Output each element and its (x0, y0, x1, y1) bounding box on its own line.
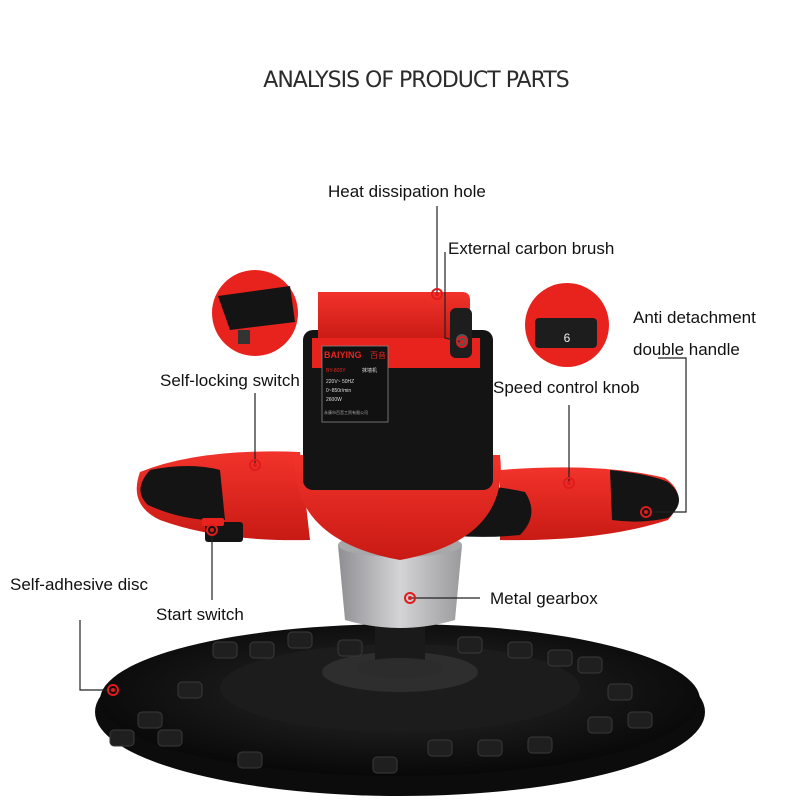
label-anti-detachment-line2: double handle (633, 340, 740, 359)
double-handle (136, 451, 679, 542)
page-title: ANALYSIS OF PRODUCT PARTS (263, 68, 569, 93)
nameplate-voltage: 220V~ 50HZ (326, 379, 354, 385)
knob-digit: 6 (564, 331, 571, 345)
disc-lug (157, 729, 183, 747)
label-self-locking-switch: Self-locking switch (160, 371, 300, 390)
disc-lug (212, 641, 238, 659)
marker-heat-dissipation-dot (435, 292, 439, 296)
disc-fastener-lugs (109, 631, 653, 774)
disc-lug (457, 636, 483, 654)
disc-lug (337, 639, 363, 657)
disc-lug (177, 681, 203, 699)
marker-start-switch (206, 524, 218, 536)
disc-lug (427, 739, 453, 757)
inset-speed-knob: 6 (525, 283, 609, 367)
marker-heat-dissipation (431, 288, 443, 300)
disc-lug (547, 649, 573, 667)
marker-self-locking-dot (253, 463, 257, 467)
label-self-adhesive-disc: Self-adhesive disc (10, 575, 148, 594)
marker-speed-knob-dot (567, 481, 571, 485)
disc-lug (249, 641, 275, 659)
self-adhesive-disc (95, 624, 705, 796)
disc-lug (507, 641, 533, 659)
nameplate-power: 2600W (326, 397, 342, 403)
label-heat-dissipation-hole: Heat dissipation hole (328, 182, 486, 201)
disc-lug (577, 656, 603, 674)
leader-disc (79, 620, 113, 691)
label-speed-control-knob: Speed control knob (493, 378, 640, 397)
disc-lug (137, 711, 163, 729)
nameplate: BAIYING 百音 BY-800Y 抹墙机 220V~ 50HZ 0~850r… (321, 345, 389, 423)
marker-carbon-brush-dot (460, 340, 464, 344)
disc-lug (109, 729, 135, 747)
nameplate-maker: 永康市百音工贸有限公司 (324, 409, 368, 415)
nameplate-speed: 0~850r/min (326, 388, 351, 394)
marker-gearbox-dot (408, 596, 412, 600)
nameplate-model: BY-800Y (326, 368, 346, 374)
marker-carbon-brush (456, 336, 468, 348)
disc-lug (477, 739, 503, 757)
marker-speed-knob (563, 477, 575, 489)
marker-disc-dot (111, 688, 115, 692)
disc-lug (527, 736, 553, 754)
inset-self-locking-switch (212, 270, 298, 356)
marker-anti-detachment-dot (644, 510, 648, 514)
disc-lug (607, 683, 633, 701)
label-anti-detachment-line1: Anti detachment (633, 308, 756, 327)
marker-start-switch-dot (210, 528, 214, 532)
callout-markers (107, 288, 652, 696)
disc-lug (237, 751, 263, 769)
marker-self-locking (249, 459, 261, 471)
disc-lug (372, 756, 398, 774)
label-metal-gearbox: Metal gearbox (490, 589, 598, 608)
marker-disc (107, 684, 119, 696)
nameplate-brand-cn: 百音 (370, 350, 386, 360)
nameplate-brand: BAIYING (324, 350, 362, 360)
disc-lug (627, 711, 653, 729)
disc-lug (587, 716, 613, 734)
leader-anti-detachment (646, 357, 687, 513)
marker-anti-detachment (640, 506, 652, 518)
label-external-carbon-brush: External carbon brush (448, 239, 615, 258)
motor-housing (294, 292, 501, 560)
label-start-switch: Start switch (156, 605, 244, 624)
disc-lug (287, 631, 313, 649)
nameplate-type: 抹墙机 (362, 367, 377, 374)
marker-gearbox (404, 592, 416, 604)
